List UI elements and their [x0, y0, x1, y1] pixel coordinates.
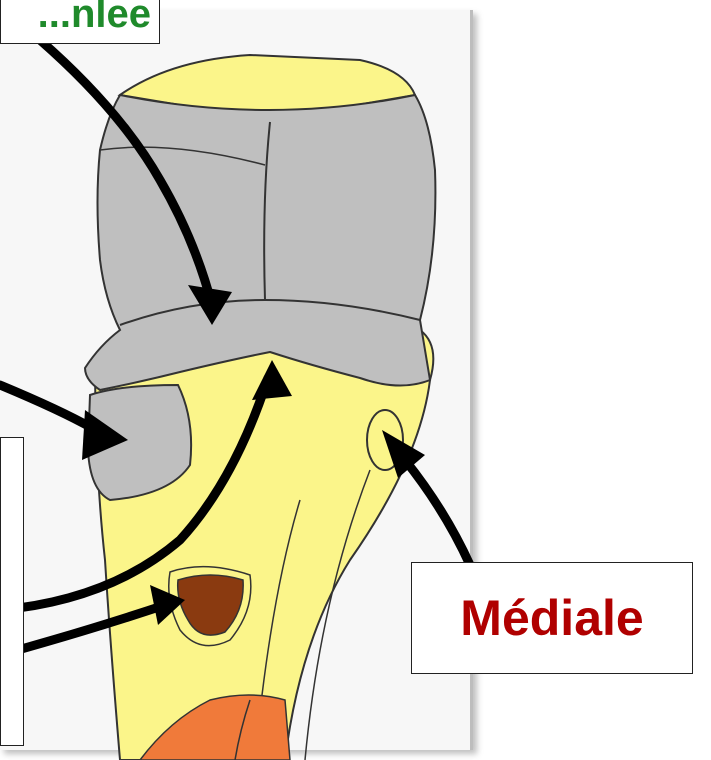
arrow-left-upper-line [0, 385, 92, 428]
arrow-right-line [405, 460, 470, 565]
left-label-box [0, 437, 24, 746]
top-label: ...nlee [0, 0, 160, 44]
medial-label: Médiale [411, 562, 693, 674]
